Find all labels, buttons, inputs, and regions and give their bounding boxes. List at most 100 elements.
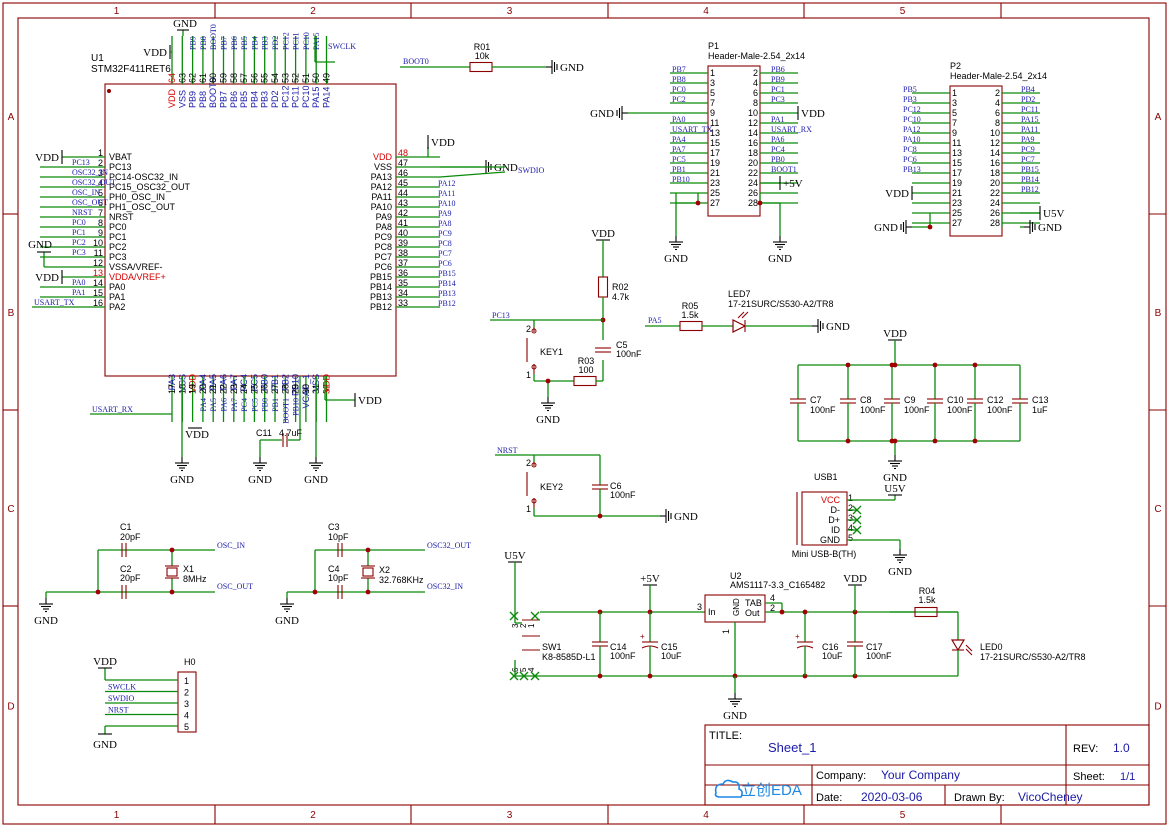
net-label: PC11 xyxy=(1021,105,1039,114)
gnd-label: GND xyxy=(494,162,518,174)
pin-num: 15 xyxy=(93,288,103,298)
net-label: PB7 xyxy=(672,65,686,74)
net-label: PC11 xyxy=(292,33,301,51)
net-label: OSC_OUT xyxy=(217,582,253,591)
resistor-body xyxy=(573,375,597,387)
pin-num: 2 xyxy=(184,688,189,698)
pin-num: 50 xyxy=(311,73,321,83)
pin-name: PC13 xyxy=(109,162,132,172)
pin-num: 17 xyxy=(952,168,962,178)
net-label: PC9 xyxy=(1021,145,1035,154)
pin-num: 20 xyxy=(198,384,208,394)
pin-num: 14 xyxy=(990,148,1000,158)
junction-dot xyxy=(932,362,938,368)
date-label: Date: xyxy=(816,792,842,804)
net-label: PC0 xyxy=(672,85,686,94)
capacitor xyxy=(337,585,343,599)
ref-label: C1 xyxy=(120,522,132,532)
row-label-left: B xyxy=(8,308,15,319)
pin-name: VDD xyxy=(322,374,332,394)
capacitor xyxy=(282,433,288,447)
pin-name: Out xyxy=(745,608,760,618)
pin-name: PA12 xyxy=(371,182,392,192)
led-ray xyxy=(741,311,749,319)
pin-name: PB5 xyxy=(239,91,249,108)
pin-num: 20 xyxy=(748,158,758,168)
pin-name: GND xyxy=(732,598,741,616)
pin-name: PB4 xyxy=(249,91,259,108)
ref-label: LED7 xyxy=(728,289,751,299)
no-connect xyxy=(509,611,519,621)
h0-body xyxy=(177,671,197,733)
header-body xyxy=(707,65,761,217)
row-label-left: D xyxy=(7,702,14,713)
net-label: PB8 xyxy=(199,36,208,50)
net-label: PA9 xyxy=(1021,135,1035,144)
pin-num: 11 xyxy=(94,248,103,258)
pin-name: PC1 xyxy=(109,232,127,242)
gnd-label: GND xyxy=(170,474,194,486)
net-label: NRST xyxy=(108,706,129,715)
pin-num: 41 xyxy=(398,218,408,228)
no-connect xyxy=(852,515,862,525)
pin-name: PC15_OSC32_OUT xyxy=(109,182,191,192)
pin-name: PH1_OSC_OUT xyxy=(109,202,176,212)
pin-num: 16 xyxy=(748,138,758,148)
pin-num: 5 xyxy=(710,88,715,98)
pin-num: 14 xyxy=(748,128,758,138)
ref-label: C17 xyxy=(866,642,883,652)
junction-dot xyxy=(845,438,851,444)
net-label: PC7 xyxy=(1021,155,1035,164)
net-label: PC5 xyxy=(250,398,259,412)
pin-num: 53 xyxy=(280,73,290,83)
gnd-label: GND xyxy=(674,511,698,523)
pin-name: PA13 xyxy=(371,172,392,182)
pin-num: 4 xyxy=(753,78,758,88)
no-connect xyxy=(852,505,862,515)
value-label: 8MHz xyxy=(183,574,207,584)
junction-dot xyxy=(169,589,175,595)
pin-num: 4 xyxy=(995,98,1000,108)
ref-label: U2 xyxy=(730,571,742,581)
pin-name: PB6 xyxy=(229,91,239,108)
value-label: 100nF xyxy=(810,405,836,415)
value-label: 100nF xyxy=(866,651,892,661)
drawn-label: Drawn By: xyxy=(954,792,1005,804)
pin-name: PA0 xyxy=(109,282,125,292)
gnd-label: GND xyxy=(723,710,747,722)
usb-body xyxy=(801,491,848,546)
pin-num: 1 xyxy=(526,504,531,514)
resistor-body xyxy=(679,320,703,332)
pin-name: PC8 xyxy=(374,242,392,252)
capacitor xyxy=(592,484,608,490)
pin-num: 36 xyxy=(398,268,408,278)
power-label: U5V xyxy=(1043,208,1064,220)
net-label: PC1 xyxy=(771,85,785,94)
gnd-symbol: GND xyxy=(170,457,194,486)
pin-num: 26 xyxy=(990,208,1000,218)
gnd-label: GND xyxy=(888,566,912,578)
header-ref: P2 xyxy=(950,61,961,71)
gnd-symbol: GND xyxy=(590,106,628,120)
net-label: PC3 xyxy=(771,95,785,104)
net-label: PB3 xyxy=(261,36,270,50)
junction-dot xyxy=(845,362,851,368)
pin-num: 63 xyxy=(177,73,187,83)
value-label: 100nF xyxy=(947,405,973,415)
power-label: VDD xyxy=(431,137,455,149)
net-label: PC10 xyxy=(302,32,311,50)
pin-name: PB10 xyxy=(291,374,301,396)
net-label: PA11 xyxy=(1021,125,1038,134)
value-label: 100nF xyxy=(987,405,1013,415)
gnd-symbol: GND xyxy=(1024,220,1062,234)
power-flag: VDD xyxy=(885,186,913,200)
net-label: PB14 xyxy=(438,279,456,288)
pin-num: 8 xyxy=(98,218,103,228)
net-label: PB15 xyxy=(1021,165,1039,174)
pin-name: PA10 xyxy=(371,202,392,212)
